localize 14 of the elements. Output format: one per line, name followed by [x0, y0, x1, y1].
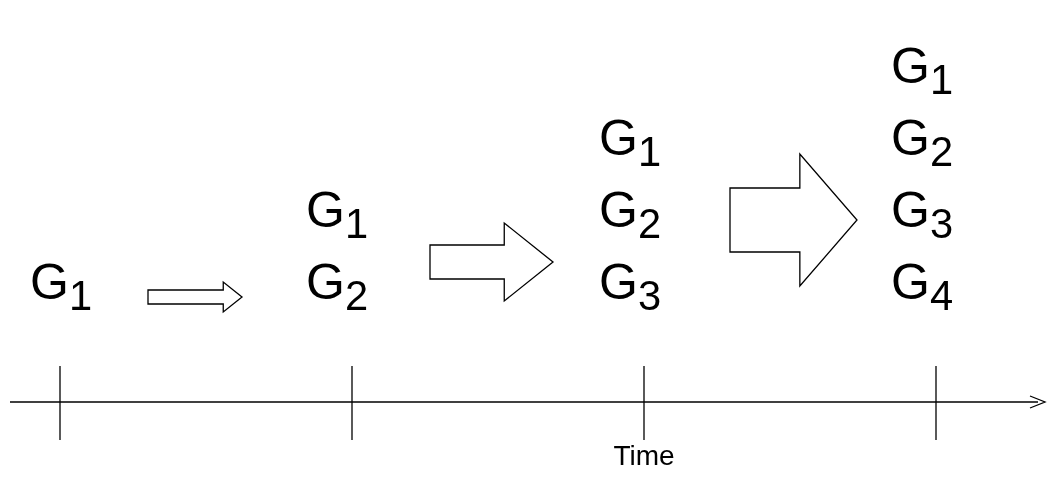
- group-label: G$_{4}$: [891, 253, 954, 318]
- group-label: G$_{1}$: [599, 109, 662, 174]
- group-label: G$_{2}$: [306, 253, 369, 318]
- group-label: G$_{1}$: [891, 37, 954, 102]
- group-label: G$_{2}$: [891, 109, 954, 174]
- group-label: G$_{1}$: [30, 253, 93, 318]
- block-arrow: [147, 280, 244, 314]
- axis-label: Time: [613, 440, 675, 472]
- group-label: G$_{3}$: [599, 253, 662, 318]
- group-label: G$_{2}$: [599, 181, 662, 246]
- block-arrow: [729, 152, 858, 288]
- group-label: G$_{1}$: [306, 181, 369, 246]
- group-label: G$_{3}$: [891, 181, 954, 246]
- block-arrow: [429, 221, 555, 303]
